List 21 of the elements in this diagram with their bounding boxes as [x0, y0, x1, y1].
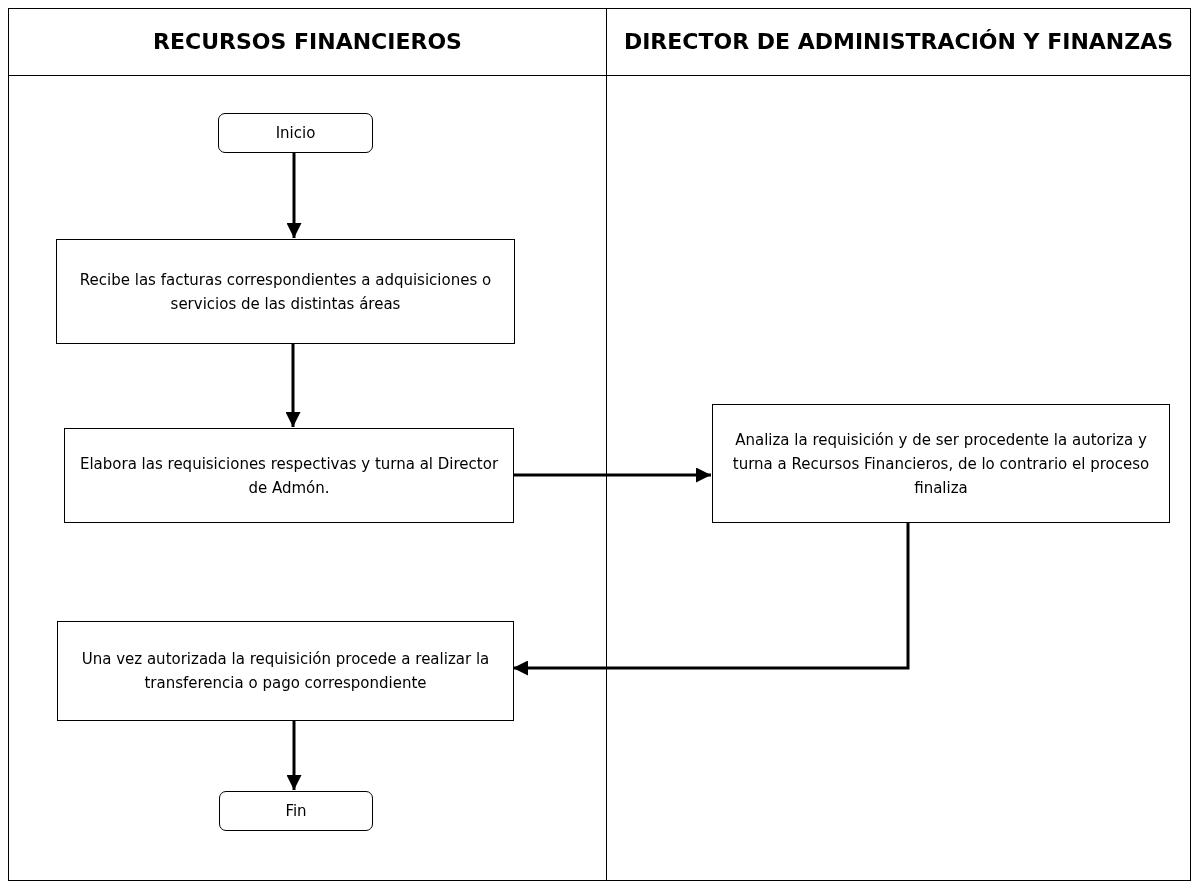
swimlane	[8, 8, 607, 881]
box-text: Inicio	[275, 123, 316, 144]
terminator-box	[219, 791, 373, 831]
process-box	[57, 621, 514, 721]
process-box	[56, 239, 515, 344]
box-text: Una vez autorizada la requisición procede a realizar la transferencia o pago correspondiente	[80, 649, 491, 694]
lane-title: DIRECTOR DE ADMINISTRACIÓN Y FINANZAS	[622, 30, 1175, 54]
box-text: Analiza la requisición y de ser procedente la autoriza y turna a Recursos Financieros, de lo contrario el proceso finaliza	[731, 429, 1151, 499]
terminator-box	[218, 113, 373, 153]
arrow	[286, 152, 302, 238]
box-text: Elabora las requisiciones respectivas y turna al Director de Admón.	[78, 453, 500, 499]
arrow	[286, 720, 302, 790]
swimlane	[606, 8, 1191, 881]
lane-title: RECURSOS FINANCIEROS	[152, 30, 463, 54]
arrow	[513, 467, 711, 483]
process-box	[64, 428, 514, 523]
arrow	[285, 343, 301, 427]
process-box	[712, 404, 1170, 523]
box-text: Recibe las facturas correspondientes a adquisiciones o servicios de las distintas áreas	[78, 269, 493, 315]
box-text: Fin	[285, 801, 307, 822]
arrow	[513, 522, 910, 676]
